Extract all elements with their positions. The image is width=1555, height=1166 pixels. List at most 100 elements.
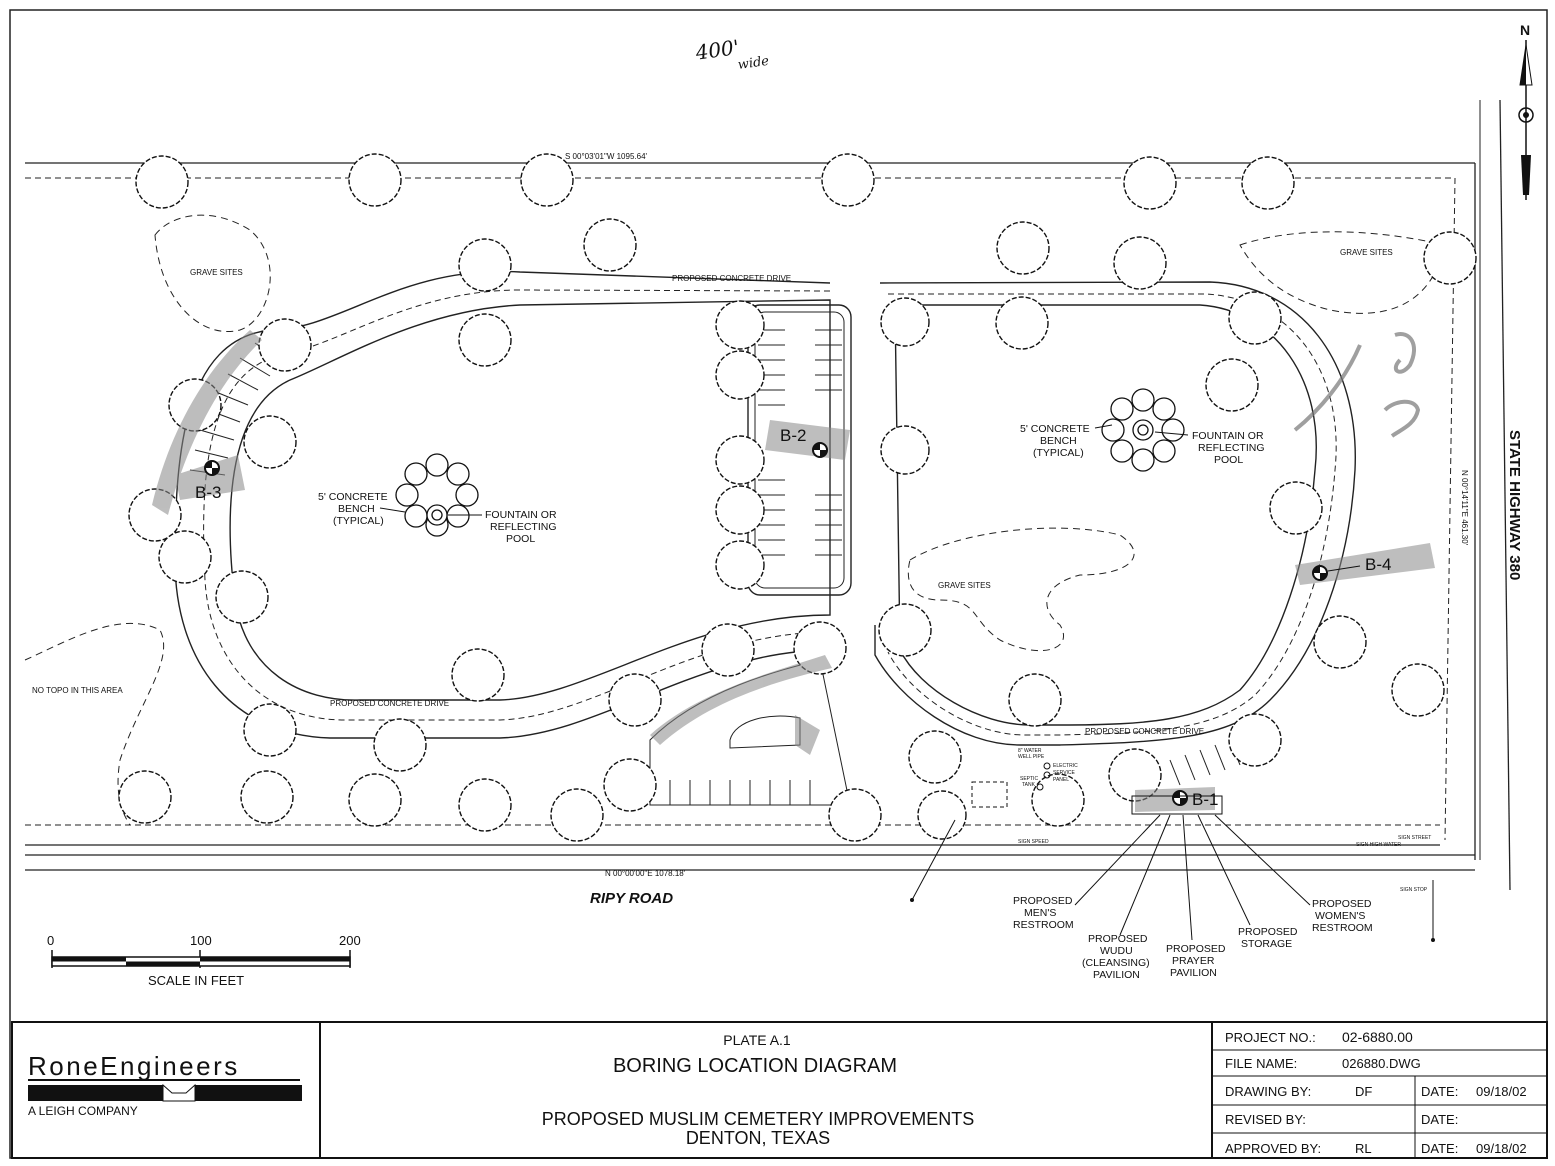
- util-water-1: 8" WATER: [1018, 748, 1042, 754]
- bench-west-line3: (TYPICAL): [333, 515, 384, 527]
- womens-line1: PROPOSED: [1312, 898, 1372, 910]
- grave-site-outlines: [24, 214, 1446, 826]
- grave-sites-ne-label: GRAVE SITES: [1340, 248, 1393, 257]
- prayer-line3: PAVILION: [1170, 967, 1217, 979]
- fountain-east-line3: POOL: [1214, 454, 1243, 466]
- mens-line3: RESTROOM: [1013, 919, 1074, 931]
- callout-wudu-pavilion: PROPOSED WUDU (CLEANSING) PAVILION: [1082, 933, 1150, 981]
- bench-label-west: 5' CONCRETE BENCH (TYPICAL): [318, 491, 406, 527]
- mens-line1: PROPOSED: [1013, 895, 1073, 907]
- wudu-line4: PAVILION: [1093, 969, 1140, 981]
- bench-east-line2: BENCH: [1040, 435, 1077, 447]
- grave-sites-center-label: GRAVE SITES: [938, 581, 991, 590]
- util-sign-street: SIGN STREET: [1398, 835, 1431, 841]
- file-name-value: 026880.DWG: [1342, 1056, 1421, 1071]
- mens-line2: MEN'S: [1024, 907, 1056, 919]
- callout-storage: PROPOSED STORAGE: [1238, 926, 1298, 950]
- fountain-label-east: FOUNTAIN OR REFLECTING POOL: [1154, 430, 1265, 466]
- womens-line2: WOMEN'S: [1315, 910, 1365, 922]
- approved-date-label: DATE:: [1421, 1141, 1458, 1156]
- scale-label: SCALE IN FEET: [148, 973, 244, 988]
- fountain-east-icon: [1101, 388, 1185, 472]
- handwritten-note-line1: 400': [693, 35, 741, 65]
- storage-line1: PROPOSED: [1238, 926, 1298, 938]
- scale-tick-200: 200: [339, 933, 361, 948]
- fountain-west-line1: FOUNTAIN OR: [485, 509, 557, 521]
- drive-label-se: PROPOSED CONCRETE DRIVE: [1085, 727, 1204, 736]
- project-name-line1: PROPOSED MUSLIM CEMETERY IMPROVEMENTS: [542, 1109, 974, 1129]
- util-electric-3: PANEL: [1053, 777, 1069, 783]
- approved-by-label: APPROVED BY:: [1225, 1141, 1321, 1156]
- road-ripy: RIPY ROAD: [590, 890, 673, 907]
- fountain-west-icon: [395, 453, 479, 537]
- fountain-east-line2: REFLECTING: [1198, 442, 1265, 454]
- storage-line2: STORAGE: [1241, 938, 1292, 950]
- company-sub: A LEIGH COMPANY: [28, 1104, 138, 1118]
- north-arrow-icon: N: [1518, 22, 1534, 200]
- parking-stalls: [189, 329, 1241, 806]
- callout-mens-restroom: PROPOSED MEN'S RESTROOM: [1013, 895, 1074, 931]
- road-state-highway: STATE HIGHWAY 380: [1506, 430, 1523, 580]
- bench-west-line2: BENCH: [338, 503, 375, 515]
- approved-by-value: RL: [1355, 1141, 1372, 1156]
- bench-east-line1: 5' CONCRETE: [1020, 423, 1090, 435]
- scale-tick-0: 0: [47, 933, 54, 948]
- south-bearing: N 00°00'00"E 1078.18': [605, 869, 686, 878]
- project-name-line2: DENTON, TEXAS: [686, 1128, 830, 1148]
- utilities: 8" WATER WELL PIPE ELECTRIC SERVICE PANE…: [910, 748, 1435, 942]
- boring-b2: B-2: [780, 426, 828, 458]
- boring-b2-label: B-2: [780, 426, 806, 445]
- util-electric-1: ELECTRIC: [1053, 763, 1078, 769]
- title-block-frame: [11, 1021, 1548, 1159]
- boring-b1-label: B-1: [1192, 790, 1218, 809]
- callout-prayer-pavilion: PROPOSED PRAYER PAVILION: [1166, 943, 1226, 979]
- handwritten-note: 400' wide: [693, 35, 770, 73]
- bench-east-line3: (TYPICAL): [1033, 447, 1084, 459]
- plate-number: PLATE A.1: [723, 1032, 791, 1048]
- drawing-title: BORING LOCATION DIAGRAM: [613, 1055, 897, 1077]
- property-boundary: [25, 99, 1511, 891]
- drawing-by-value: DF: [1355, 1084, 1372, 1099]
- util-septic-2: TANK: [1022, 782, 1036, 788]
- handwritten-note-line2: wide: [737, 54, 770, 73]
- boring-b3-label: B-3: [195, 483, 221, 502]
- drawing-date-label: DATE:: [1421, 1084, 1458, 1099]
- fountain-west-line2: REFLECTING: [490, 521, 557, 533]
- company-name: RoneEngineers: [28, 1051, 240, 1081]
- fountain-east-line1: FOUNTAIN OR: [1192, 430, 1264, 442]
- project-no-label: PROJECT NO.:: [1225, 1030, 1316, 1045]
- boring-b4: B-4: [1312, 555, 1391, 581]
- fountain-label-west: FOUNTAIN OR REFLECTING POOL: [448, 509, 557, 545]
- wudu-line2: WUDU: [1100, 945, 1133, 957]
- project-no-value: 02-6880.00: [1342, 1029, 1413, 1045]
- grave-sites-nw-label: GRAVE SITES: [190, 268, 243, 277]
- util-electric-2: SERVICE: [1053, 770, 1076, 776]
- bench-label-east: 5' CONCRETE BENCH (TYPICAL): [1020, 423, 1113, 459]
- drawing-by-label: DRAWING BY:: [1225, 1084, 1311, 1099]
- revised-date-label: DATE:: [1421, 1112, 1458, 1127]
- north-letter: N: [1520, 22, 1530, 38]
- scale-bar: 0 100 200 SCALE IN FEET: [47, 933, 361, 988]
- prayer-line1: PROPOSED: [1166, 943, 1226, 955]
- trees: [118, 153, 1477, 842]
- drive-label-south: PROPOSED CONCRETE DRIVE: [330, 699, 449, 708]
- north-bearing: S 00°03'01"W 1095.64': [565, 152, 648, 161]
- wudu-line1: PROPOSED: [1088, 933, 1148, 945]
- handwritten-marks: [1293, 332, 1421, 438]
- boring-b4-label: B-4: [1365, 555, 1391, 574]
- drawing-date-value: 09/18/02: [1476, 1084, 1527, 1099]
- building-callouts: [1074, 795, 1311, 941]
- company-logo: RoneEngineers A LEIGH COMPANY: [28, 1051, 302, 1118]
- drive-label-north: PROPOSED CONCRETE DRIVE: [672, 274, 791, 283]
- callout-womens-restroom: PROPOSED WOMEN'S RESTROOM: [1312, 898, 1373, 934]
- util-sign-stop: SIGN STOP: [1400, 887, 1428, 893]
- boring-b3: B-3: [195, 460, 221, 502]
- boring-b1: B-1: [1172, 790, 1218, 809]
- bench-west-line1: 5' CONCRETE: [318, 491, 388, 503]
- fountain-west-line3: POOL: [506, 533, 535, 545]
- util-water-2: WELL PIPE: [1018, 754, 1045, 760]
- no-topo-label: NO TOPO IN THIS AREA: [32, 686, 123, 695]
- approved-date-value: 09/18/02: [1476, 1141, 1527, 1156]
- womens-line3: RESTROOM: [1312, 922, 1373, 934]
